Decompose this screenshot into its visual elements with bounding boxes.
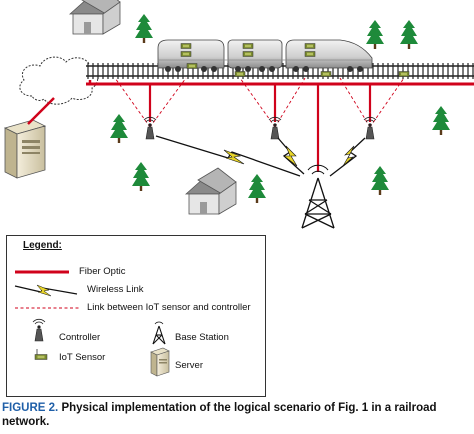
tree-icon xyxy=(110,114,128,143)
figure-caption: FIGURE 2. Physical implementation of the… xyxy=(2,401,472,429)
legend-label-iot-sensor: IoT Sensor xyxy=(59,352,106,363)
tree-icon xyxy=(248,174,266,203)
figure-caption-text: Physical implementation of the logical s… xyxy=(2,402,437,428)
railroad-network-diagram xyxy=(3,0,474,229)
house-icon xyxy=(185,167,237,215)
legend-wireless-symbol xyxy=(14,284,78,297)
wireless-bolts xyxy=(223,145,355,167)
legend-label-iot-link: Link between IoT sensor and controller xyxy=(87,302,251,313)
server-icon xyxy=(3,119,47,179)
legend-label-wireless: Wireless Link xyxy=(87,284,144,295)
antenna-icon xyxy=(32,318,46,342)
legend-label-controller: Controller xyxy=(59,332,101,343)
tree-icon xyxy=(132,162,150,191)
legend-title: Legend: xyxy=(23,240,62,251)
legend-label-fiber: Fiber Optic xyxy=(79,266,126,277)
fiber-link xyxy=(27,97,55,125)
legend-label-server: Server xyxy=(175,360,203,371)
legend-symbols xyxy=(14,270,170,377)
base-station-icon xyxy=(301,164,335,229)
house-icon xyxy=(69,0,121,35)
tree-icon xyxy=(371,166,389,195)
train xyxy=(157,39,410,77)
legend-server-icon xyxy=(150,347,170,377)
tree-icon xyxy=(366,20,384,49)
tower-icon xyxy=(152,321,166,345)
figure-label: FIGURE 2. xyxy=(2,402,59,414)
legend-label-base-station: Base Station xyxy=(175,332,229,343)
tree-icon xyxy=(432,106,450,135)
legend: Legend: xyxy=(6,235,266,397)
sensor-icon xyxy=(34,349,48,360)
iot-controller-links xyxy=(114,77,405,128)
tree-icon xyxy=(135,14,153,43)
wireless-links xyxy=(155,135,366,177)
railroad-track xyxy=(86,63,474,79)
fiber-drops xyxy=(148,84,372,172)
tree-icon xyxy=(400,20,418,49)
